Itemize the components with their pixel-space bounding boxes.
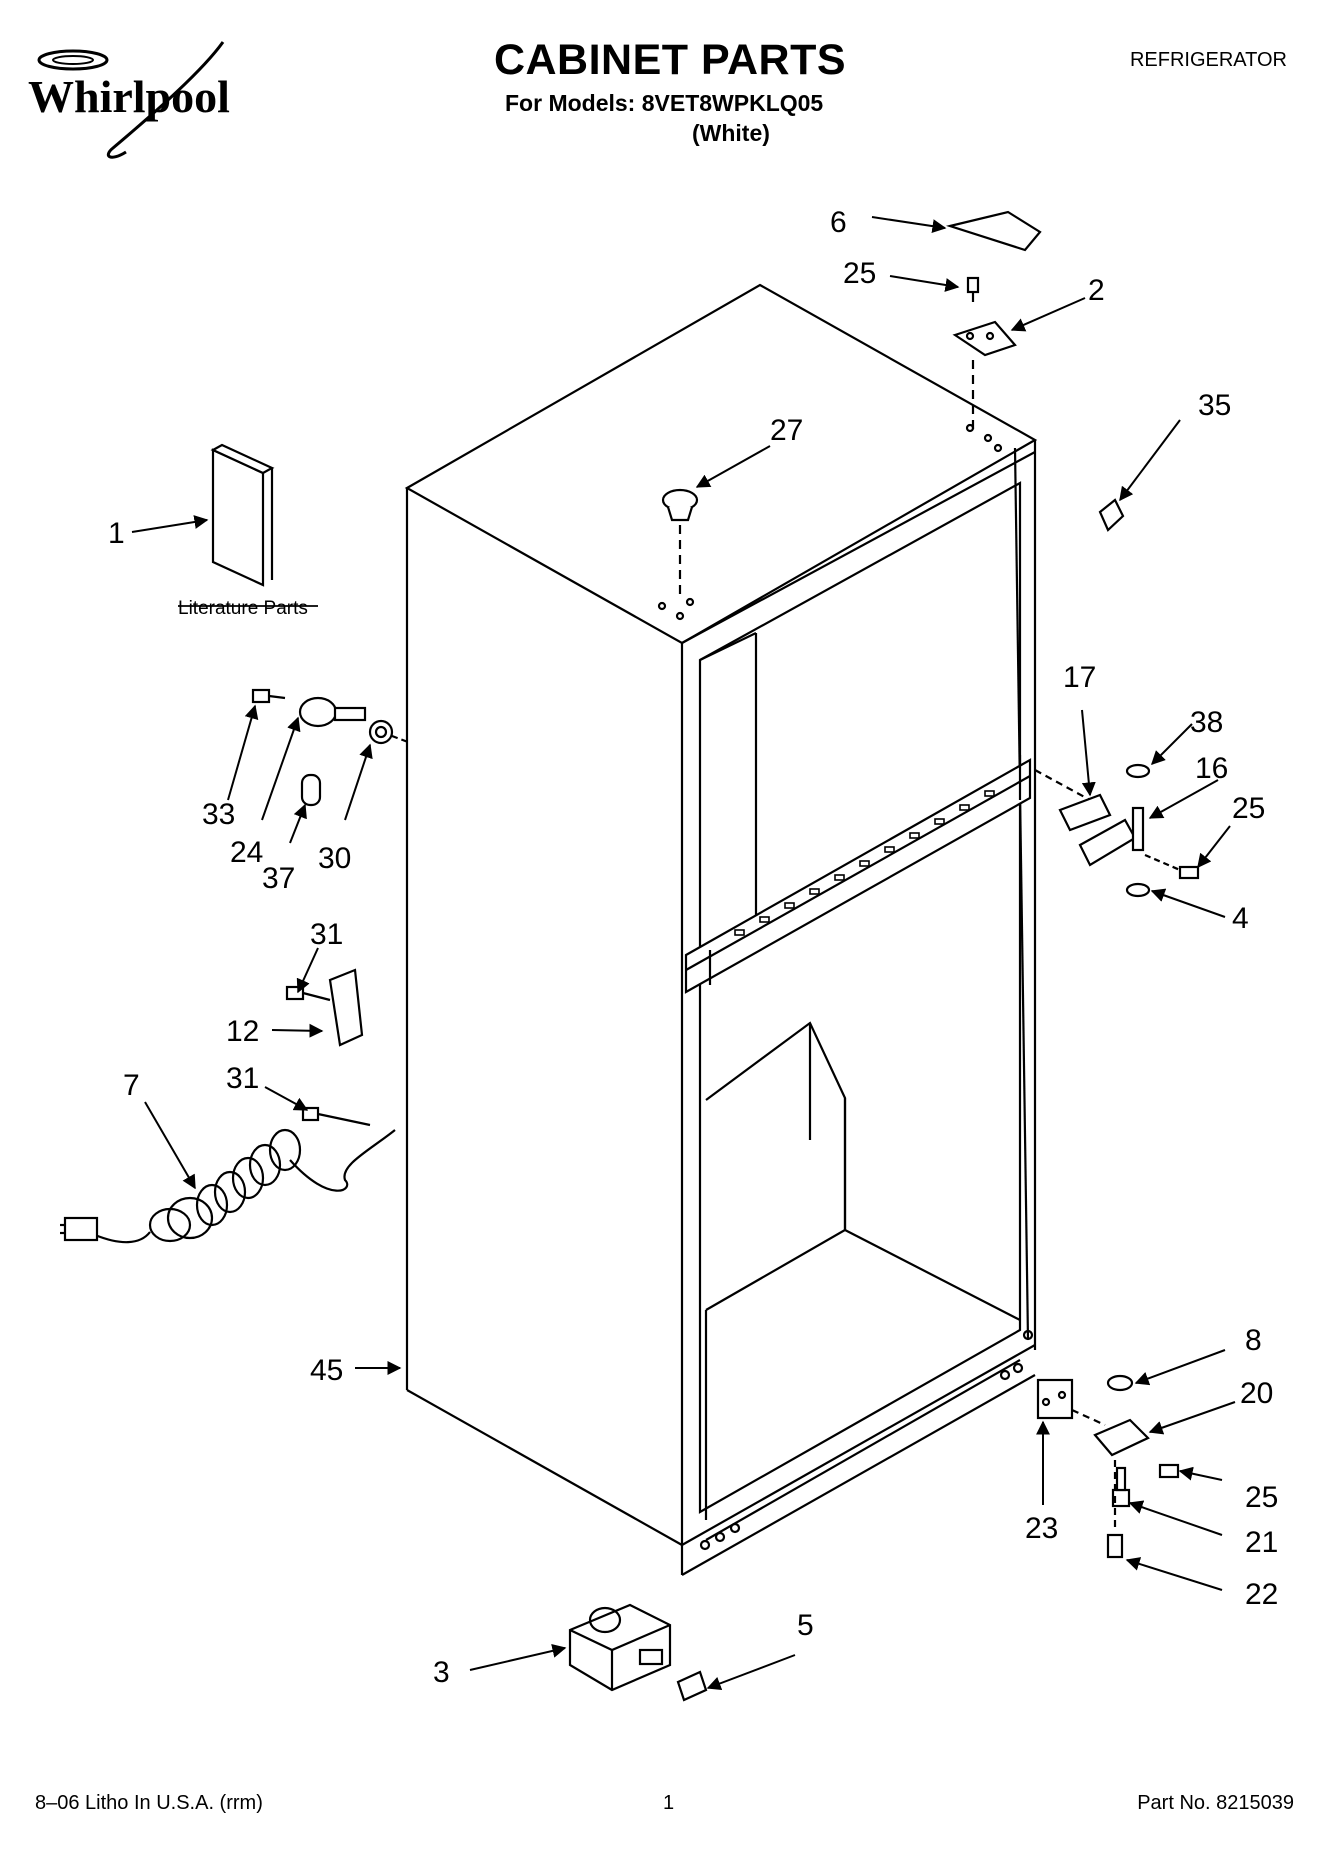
logo-wordmark: Whirlpool xyxy=(28,71,230,122)
liner-step xyxy=(704,1021,1021,1520)
callout-31-clip: 31 xyxy=(310,918,343,951)
door-stop-assembly xyxy=(251,688,409,807)
model-line: For Models: 8VET8WPKLQ05 xyxy=(505,90,824,116)
mullion-rail xyxy=(684,755,1032,994)
callout-38: 38 xyxy=(1190,706,1223,739)
leveling-screw xyxy=(676,1670,708,1702)
callout-25-top: 25 xyxy=(843,257,876,290)
callout-25-bottom: 25 xyxy=(1245,1481,1278,1514)
callout-4: 4 xyxy=(1232,902,1249,935)
cabinet-shell xyxy=(404,283,1038,1576)
callout-27: 27 xyxy=(770,414,803,447)
center-hinge-assembly xyxy=(1034,763,1200,898)
callout-22: 22 xyxy=(1245,1578,1278,1611)
callout-5: 5 xyxy=(797,1609,814,1642)
callout-2: 2 xyxy=(1088,274,1105,307)
whirlpool-logo: Whirlpool xyxy=(28,41,230,159)
callout-21: 21 xyxy=(1245,1526,1278,1559)
top-hinge xyxy=(952,320,1017,357)
callout-25-middle: 25 xyxy=(1232,792,1265,825)
callout-45: 45 xyxy=(310,1354,343,1387)
bottom-hinge-assembly xyxy=(1036,1374,1180,1559)
product-category: REFRIGERATOR xyxy=(1129,49,1287,71)
color-variant: (White) xyxy=(692,120,770,146)
callout-30: 30 xyxy=(318,842,351,875)
callout-12: 12 xyxy=(226,1015,259,1048)
roller-bracket xyxy=(568,1603,672,1692)
callout-35: 35 xyxy=(1198,389,1231,422)
callout-24: 24 xyxy=(230,836,263,869)
page-title: CABINET PARTS xyxy=(493,36,847,84)
callout-37: 37 xyxy=(262,862,295,895)
literature-parts xyxy=(210,443,275,587)
hinge-cover xyxy=(945,210,1042,252)
literature-parts-label: Literature Parts xyxy=(178,598,308,619)
cord-clip xyxy=(285,968,364,1047)
power-cord xyxy=(60,1128,396,1244)
callout-16: 16 xyxy=(1195,752,1228,785)
callout-33: 33 xyxy=(202,798,235,831)
callout-8: 8 xyxy=(1245,1324,1262,1357)
print-info: 8–06 Litho In U.S.A. (rrm) xyxy=(35,1792,263,1814)
callout-17: 17 xyxy=(1063,661,1096,694)
page-number: 1 xyxy=(663,1792,675,1814)
callout-6: 6 xyxy=(830,206,847,239)
callout-1: 1 xyxy=(108,517,125,550)
callout-3: 3 xyxy=(433,1656,450,1689)
callout-31-cord: 31 xyxy=(226,1062,259,1095)
callout-20: 20 xyxy=(1240,1377,1273,1410)
hinge-stop xyxy=(1098,498,1125,532)
part-number: Part No. 8215039 xyxy=(1137,1792,1294,1814)
callout-7: 7 xyxy=(123,1069,140,1102)
callout-23: 23 xyxy=(1025,1512,1058,1545)
